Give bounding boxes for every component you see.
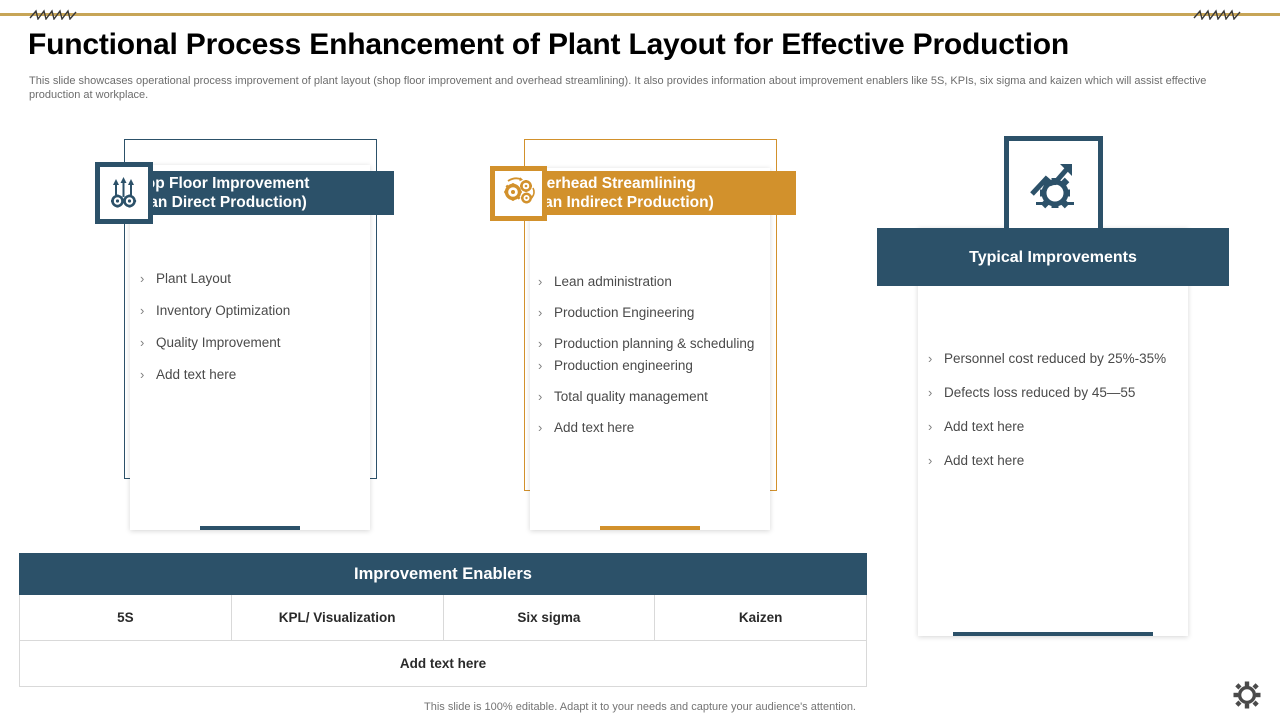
list-item: › Plant Layout: [140, 270, 355, 288]
list-item: › Quality Improvement: [140, 334, 355, 352]
bullet-text: Plant Layout: [156, 271, 232, 286]
chevron-right-icon: ›: [928, 453, 933, 468]
chevron-right-icon: ›: [538, 389, 543, 404]
improvement-enablers-table: Improvement Enablers 5S KPL/ Visualizati…: [19, 553, 867, 687]
bullet-text: Add text here: [944, 453, 1025, 468]
table-cell-six-sigma[interactable]: Six sigma: [444, 595, 656, 640]
table-cell-5s[interactable]: 5S: [20, 595, 232, 640]
card-accent-shop-floor: [200, 526, 300, 530]
page-subtitle: This slide showcases operational process…: [29, 75, 1207, 101]
chevron-right-icon: ›: [928, 419, 933, 434]
card-bullets-overhead: › Lean administration › Production Engin…: [538, 273, 756, 450]
table-header: Improvement Enablers: [19, 553, 867, 595]
table-row: 5S KPL/ Visualization Six sigma Kaizen: [19, 595, 867, 641]
squiggle-right-icon: [1192, 8, 1252, 20]
bullet-text: Add text here: [554, 420, 635, 435]
card-title-line2-overhead: (lean Indirect Production): [526, 194, 714, 211]
card-icon-tile-shop-floor: [95, 162, 153, 224]
table-row: Add text here: [19, 641, 867, 687]
card-icon-tile-overhead: [490, 166, 547, 221]
table-cell-kpl-visualization[interactable]: KPL/ Visualization: [232, 595, 444, 640]
chevron-right-icon: ›: [538, 420, 543, 435]
bullet-text: Add text here: [156, 367, 237, 382]
bullet-text: Production Engineering: [554, 305, 695, 320]
list-item: › Add text here: [538, 419, 756, 437]
card-panel-typical: [918, 228, 1188, 636]
card-bullets-typical: › Personnel cost reduced by 25%-35% › De…: [928, 350, 1180, 486]
chevron-right-icon: ›: [538, 358, 543, 373]
bullet-text: Production planning & scheduling: [554, 336, 755, 351]
bullet-text: Add text here: [944, 419, 1025, 434]
card-header-typical: Typical Improvements: [877, 228, 1229, 286]
card-header-overhead: Overhead Streamlining (lean Indirect Pro…: [508, 171, 796, 215]
card-title-typical: Typical Improvements: [969, 248, 1137, 266]
card-title-line2-shop-floor: (Lean Direct Production): [126, 194, 307, 211]
squiggle-left-icon: [28, 8, 88, 20]
arrows-up-gears-icon: [107, 173, 141, 214]
bullet-text: Production engineering: [554, 358, 693, 373]
bullet-text: Personnel cost reduced by 25%-35%: [944, 351, 1167, 366]
gear-icon[interactable]: [1232, 680, 1262, 710]
bullet-text: Defects loss reduced by 45—55: [944, 385, 1136, 400]
card-panel-overhead: [530, 168, 770, 530]
bullet-text: Quality Improvement: [156, 335, 281, 350]
chevron-right-icon: ›: [928, 351, 933, 366]
footer-note: This slide is 100% editable. Adapt it to…: [424, 701, 856, 713]
card-title-line1-shop-floor: Shop Floor Improvement: [126, 175, 310, 192]
list-item: › Production planning & scheduling: [538, 335, 756, 353]
top-gold-rule: [0, 13, 1280, 16]
list-item: › Add text here: [928, 418, 1180, 436]
card-title-line1-overhead: Overhead Streamlining: [526, 175, 696, 192]
list-item: › Add text here: [140, 366, 355, 384]
card-panel-shop-floor: [130, 165, 370, 530]
chevron-right-icon: ›: [140, 271, 145, 286]
table-cell-kaizen[interactable]: Kaizen: [738, 610, 783, 625]
card-icon-tile-typical: [1004, 136, 1103, 233]
chevron-right-icon: ›: [140, 367, 145, 382]
chevron-right-icon: ›: [538, 274, 543, 289]
list-item: › Total quality management: [538, 388, 756, 406]
list-item: › Production engineering: [538, 357, 756, 375]
chevron-right-icon: ›: [538, 336, 543, 351]
chevron-right-icon: ›: [928, 385, 933, 400]
bullet-text: Inventory Optimization: [156, 303, 291, 318]
table-cell-add-text[interactable]: Add text here: [399, 656, 487, 671]
growth-gear-icon: [1022, 152, 1086, 217]
list-item: › Production Engineering: [538, 304, 756, 322]
list-item: › Lean administration: [538, 273, 756, 291]
card-header-shop-floor: Shop Floor Improvement (Lean Direct Prod…: [108, 171, 394, 215]
bullet-text: Total quality management: [554, 389, 708, 404]
card-bullets-shop-floor: › Plant Layout › Inventory Optimization …: [140, 270, 355, 398]
card-accent-typical: [953, 632, 1153, 636]
list-item: › Add text here: [928, 452, 1180, 470]
list-item: › Defects loss reduced by 45—55: [928, 384, 1180, 402]
list-item: › Personnel cost reduced by 25%-35%: [928, 350, 1180, 368]
chevron-right-icon: ›: [140, 303, 145, 318]
bullet-text: Lean administration: [554, 274, 672, 289]
card-accent-overhead: [600, 526, 700, 530]
three-gears-icon: [501, 175, 537, 212]
page-title: Functional Process Enhancement of Plant …: [28, 28, 1069, 61]
chevron-right-icon: ›: [538, 305, 543, 320]
list-item: › Inventory Optimization: [140, 302, 355, 320]
chevron-right-icon: ›: [140, 335, 145, 350]
